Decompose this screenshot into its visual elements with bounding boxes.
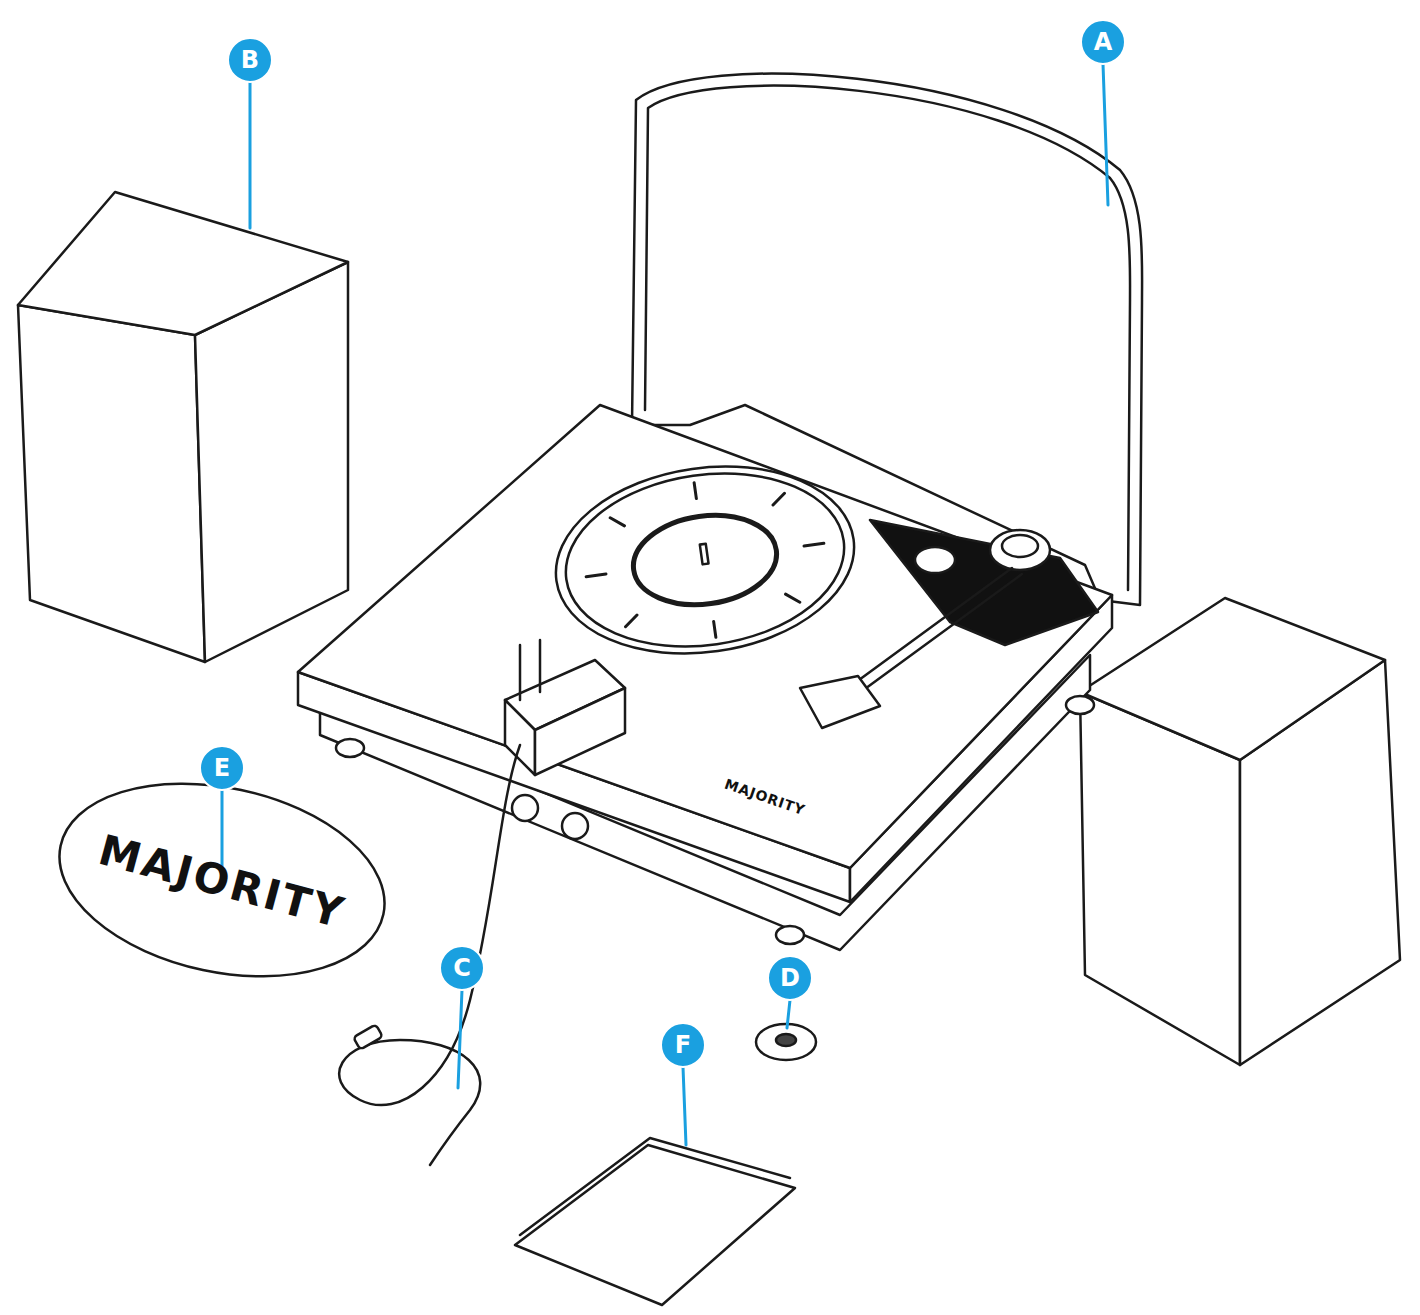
callout-disc <box>440 946 484 990</box>
speaker-top <box>18 192 348 335</box>
dc-plug <box>353 1024 383 1049</box>
leader-line <box>1103 64 1108 205</box>
tonearm-base <box>870 520 1098 645</box>
volume-knob <box>512 795 538 821</box>
spindle <box>700 544 709 565</box>
platter-top <box>555 456 856 663</box>
leader-line <box>683 1067 686 1145</box>
manual <box>515 1145 795 1305</box>
adapter-cable <box>339 745 520 1165</box>
callout-disc <box>200 746 244 790</box>
callout-disc <box>661 1023 705 1067</box>
callout-letter: B <box>241 48 259 72</box>
callout-letter: D <box>780 966 800 990</box>
callout-letter: F <box>675 1033 691 1057</box>
callout-letter: E <box>214 756 230 780</box>
headshell <box>800 676 880 728</box>
brand-logo: MAJORITY <box>723 777 807 818</box>
single-adapter <box>756 1024 816 1060</box>
callout-letter: C <box>453 956 471 980</box>
platter-marks <box>575 466 834 654</box>
foot <box>1066 696 1094 714</box>
adapter-prongs <box>520 640 540 700</box>
platter-label <box>628 506 783 613</box>
manual-page <box>520 1138 790 1235</box>
callout-letter: A <box>1094 30 1113 54</box>
adapter-front <box>535 688 625 775</box>
tonearm <box>848 568 1022 694</box>
counterweight <box>990 530 1050 570</box>
leader-line <box>458 990 462 1088</box>
brand-logo: MAJORITY <box>94 829 349 935</box>
speed-knob <box>562 813 588 839</box>
single-adapter-hole <box>776 1034 796 1046</box>
plinth-top <box>298 405 1112 868</box>
platter <box>544 448 867 672</box>
platter-rim <box>544 448 867 672</box>
speaker-front <box>18 305 205 662</box>
callout-disc <box>768 956 812 1000</box>
callout-disc <box>228 38 272 82</box>
foot <box>776 926 804 944</box>
arm-rest <box>915 547 955 573</box>
leader-line <box>787 1000 790 1028</box>
adapter-side <box>505 700 535 775</box>
leader-line <box>249 82 252 228</box>
foot <box>336 739 364 757</box>
leader-lines <box>222 64 1108 1145</box>
speaker-top <box>1080 598 1385 760</box>
slipmat <box>41 756 402 1005</box>
callout-disc <box>1081 20 1125 64</box>
counterweight-ring <box>1002 535 1038 557</box>
